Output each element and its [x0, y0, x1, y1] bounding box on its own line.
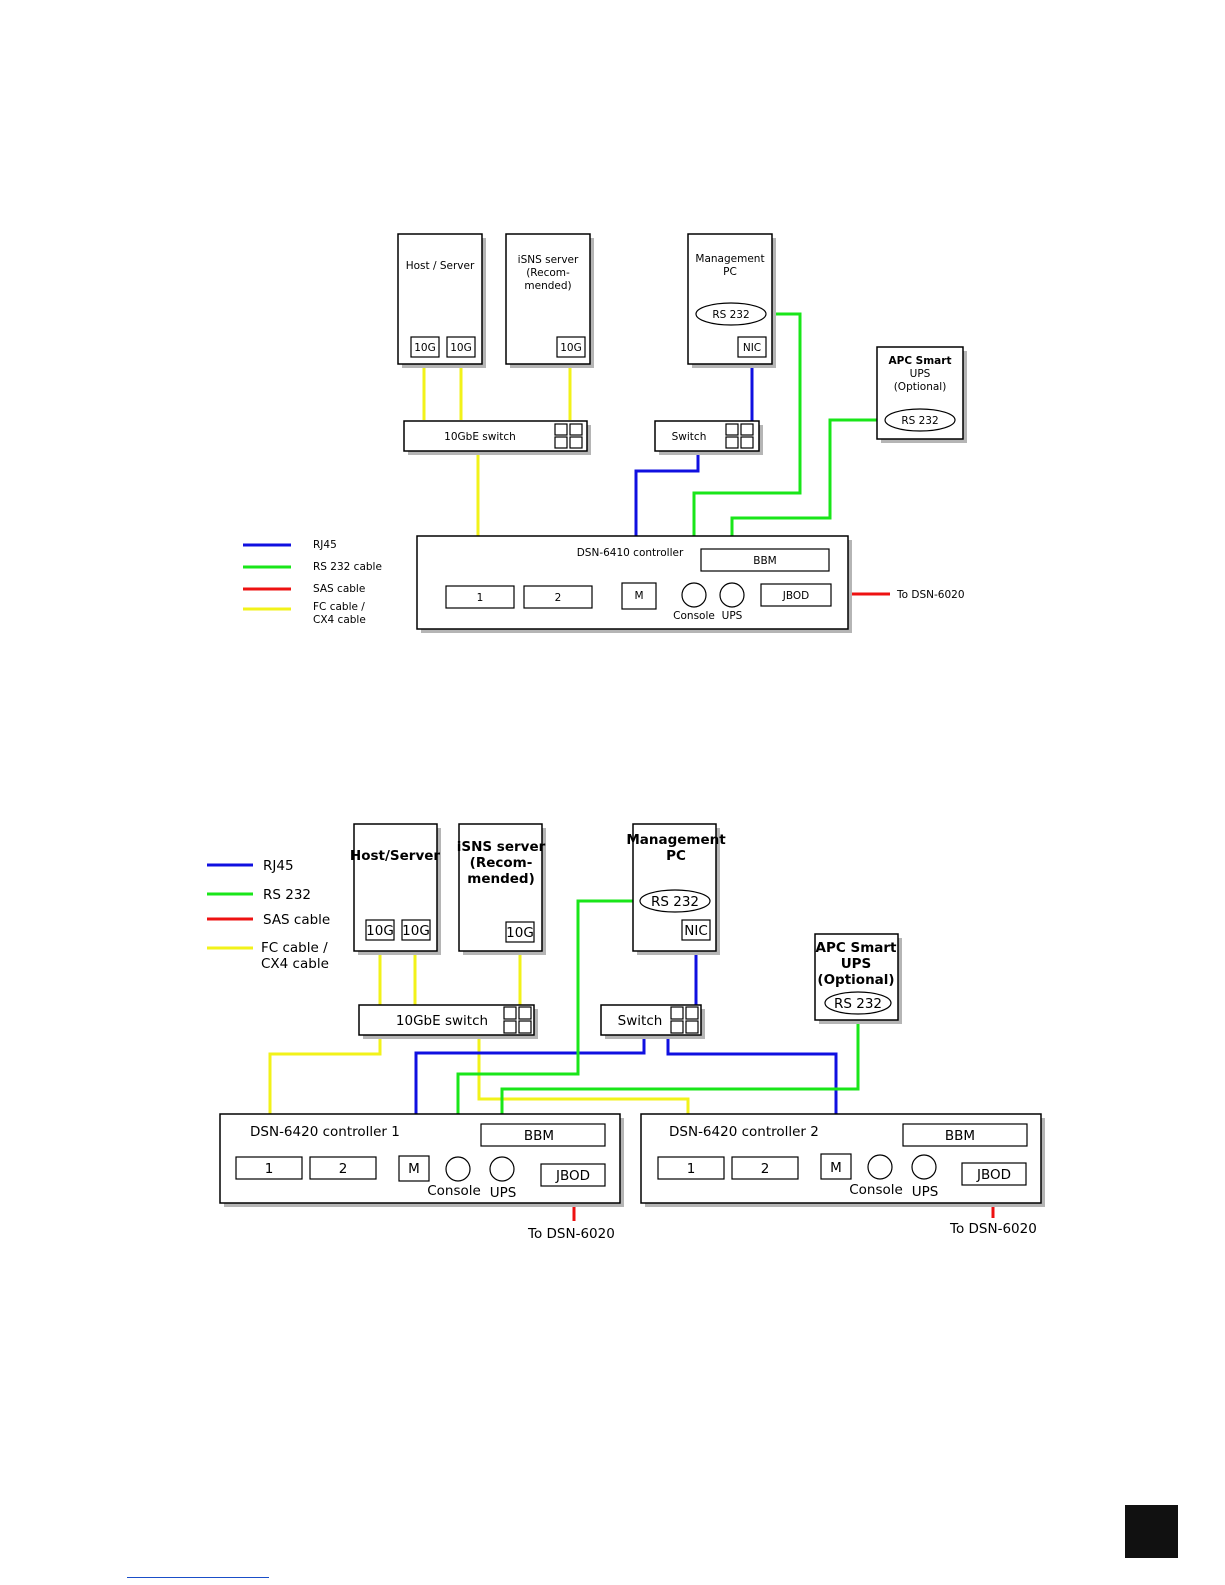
d2-legend-rj45: RJ45 [263, 858, 294, 874]
d1-legend-rj45: RJ45 [313, 539, 337, 551]
d1-host-port-1: 10G [414, 342, 436, 354]
d1-switch-label: Switch [672, 431, 707, 443]
d2-c2-bbm: BBM [945, 1128, 975, 1144]
d1-legend-fc-1: FC cable / [313, 601, 365, 613]
d1-mgmt-rs232: RS 232 [712, 309, 749, 321]
d1-switch: Switch [654, 420, 763, 455]
d1-ups-line-2: UPS [910, 368, 931, 380]
d2-switch-label: Switch [618, 1013, 663, 1029]
d1-legend: RJ45 RS 232 cable SAS cable FC cable / C… [243, 539, 382, 626]
d2-host-port-2: 10G [402, 923, 430, 939]
d1-isns-line-1: iSNS server [518, 254, 579, 266]
d2-host-server: Host/Server 10G 10G [350, 823, 441, 955]
d2-mgmt-rs232: RS 232 [651, 894, 699, 910]
diagram-dsn-6410: Host / Server 10G 10G iSNS server (Recom… [243, 233, 967, 633]
d1-ups-rs232: RS 232 [901, 415, 938, 427]
d1-host-label: Host / Server [406, 260, 475, 272]
d2-isns-line-1: iSNS server [457, 839, 546, 855]
d2-to-dsn-6020-2: To DSN-6020 [949, 1221, 1037, 1237]
d1-apc-smart-ups: APC Smart UPS (Optional) RS 232 [876, 346, 967, 443]
d1-dsn-6410-controller: DSN-6410 controller BBM 1 2 M Console UP… [416, 535, 852, 633]
d2-switch10-label: 10GbE switch [396, 1013, 488, 1029]
d2-legend-rs232: RS 232 [263, 887, 311, 903]
d1-controller-console: Console [673, 610, 715, 622]
d2-c1-jbod: JBOD [555, 1168, 590, 1184]
d2-c2-jbod: JBOD [976, 1167, 1011, 1183]
d1-rj45-switch-m [634, 451, 700, 583]
d2-c1-port-1: 1 [265, 1161, 274, 1177]
d2-c2-port-1: 1 [687, 1161, 696, 1177]
d2-c2-m: M [830, 1160, 842, 1176]
d1-ups-line-3: (Optional) [894, 381, 947, 393]
d1-mgmt-nic: NIC [743, 342, 761, 354]
d1-legend-sas: SAS cable [313, 583, 365, 595]
d1-10gbe-switch: 10GbE switch [403, 420, 591, 455]
d2-c2-console: Console [849, 1182, 903, 1198]
d2-c1-port-2: 2 [339, 1161, 348, 1177]
d1-mgmt-line-2: PC [723, 266, 737, 278]
d2-ups-line-1: APC Smart [816, 940, 898, 956]
d2-ups-line-2: UPS [841, 956, 872, 972]
d2-c1-console: Console [427, 1183, 481, 1199]
d1-switch10-label: 10GbE switch [444, 431, 516, 443]
d1-isns-line-3: mended) [524, 280, 571, 292]
d2-rj45-switch-m1 [414, 1035, 646, 1156]
d2-c1-ups: UPS [490, 1185, 517, 1201]
d1-controller-ups: UPS [722, 610, 743, 622]
d1-isns-line-2: (Recom- [526, 267, 570, 279]
d2-mgmt-nic: NIC [684, 923, 708, 939]
d1-controller-bbm: BBM [753, 555, 776, 567]
d1-controller-title: DSN-6410 controller [577, 547, 684, 559]
d2-isns-port: 10G [506, 925, 534, 941]
d2-dsn-6420-controller-1: DSN-6420 controller 1 BBM 1 2 M Console … [219, 1113, 624, 1207]
d1-mgmt-line-1: Management [695, 253, 764, 265]
d2-mgmt-line-2: PC [666, 848, 686, 864]
d1-host-server: Host / Server 10G 10G [397, 233, 486, 368]
d2-rs232-mgmt-console [456, 899, 640, 1157]
footer-link-underline[interactable] [127, 1577, 269, 1578]
d1-legend-fc-2: CX4 cable [313, 614, 366, 626]
d1-controller-port-1: 1 [477, 592, 484, 604]
d2-c1-title: DSN-6420 controller 1 [250, 1124, 400, 1140]
d2-ups-line-3: (Optional) [817, 972, 894, 988]
d2-c2-ups: UPS [912, 1184, 939, 1200]
d1-host-port-2: 10G [450, 342, 472, 354]
d2-fc-cable-switch-c1 [268, 1035, 382, 1160]
d1-to-dsn-6020: To DSN-6020 [896, 589, 965, 601]
d2-host-label: Host/Server [350, 848, 440, 864]
d2-c1-bbm: BBM [524, 1128, 554, 1144]
d1-controller-m: M [634, 590, 643, 602]
d2-rj45-switch-m2 [666, 1035, 838, 1154]
d1-ups-line-1: APC Smart [889, 355, 952, 367]
d1-rs232-mgmt-console [692, 312, 802, 584]
d2-legend-fc-1: FC cable / [261, 940, 328, 956]
d2-ups-rs232: RS 232 [834, 996, 882, 1012]
d2-switch: Switch [600, 1004, 705, 1039]
d1-controller-jbod: JBOD [782, 590, 809, 602]
d2-legend-fc-2: CX4 cable [261, 956, 329, 972]
d2-management-pc: Management PC RS 232 NIC [626, 823, 726, 955]
d2-isns-line-2: (Recom- [470, 855, 533, 871]
d1-controller-port-2: 2 [555, 592, 562, 604]
d2-legend-sas: SAS cable [263, 912, 330, 928]
d1-isns-server: iSNS server (Recom- mended) 10G [505, 233, 594, 368]
d2-to-dsn-6020-1: To DSN-6020 [527, 1226, 615, 1242]
page-corner-block [1125, 1505, 1178, 1558]
diagram-dsn-6420: Host/Server 10G 10G iSNS server (Recom- … [207, 823, 1045, 1242]
d2-host-port-1: 10G [366, 923, 394, 939]
d2-c1-m: M [408, 1161, 420, 1177]
d2-dsn-6420-controller-2: DSN-6420 controller 2 BBM 1 2 M Console … [640, 1113, 1045, 1207]
d2-isns-line-3: mended) [467, 871, 535, 887]
d1-isns-port: 10G [560, 342, 582, 354]
d1-management-pc: Management PC RS 232 NIC [687, 233, 776, 368]
d2-c2-port-2: 2 [761, 1161, 770, 1177]
d1-legend-rs232: RS 232 cable [313, 561, 382, 573]
d2-10gbe-switch: 10GbE switch [358, 1004, 538, 1039]
d2-isns-server: iSNS server (Recom- mended) 10G [457, 823, 546, 955]
d2-mgmt-line-1: Management [626, 832, 726, 848]
d2-legend: RJ45 RS 232 SAS cable FC cable / CX4 cab… [207, 858, 330, 972]
d2-apc-smart-ups: APC Smart UPS (Optional) RS 232 [814, 933, 902, 1024]
d2-c2-title: DSN-6420 controller 2 [669, 1124, 819, 1140]
